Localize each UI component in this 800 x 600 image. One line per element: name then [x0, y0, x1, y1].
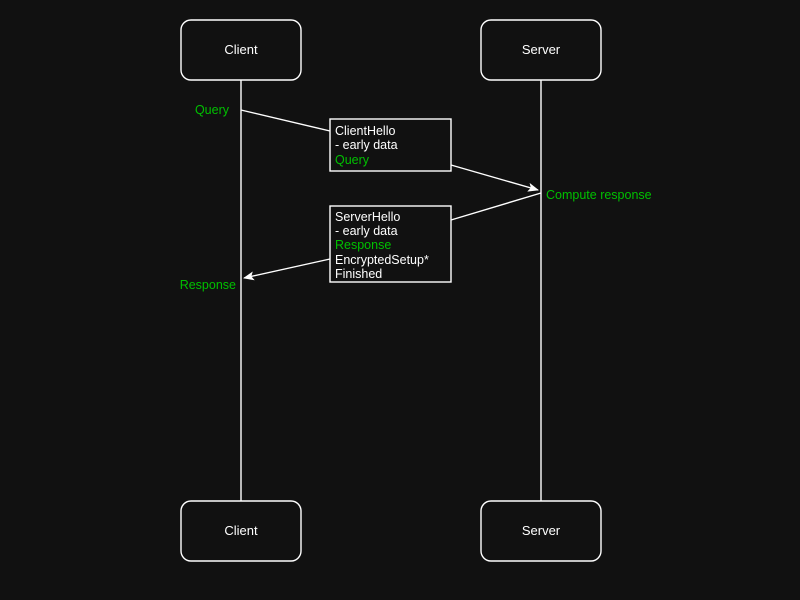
- label-compute-response: Compute response: [546, 188, 652, 202]
- connector-clienthello-to-server: [450, 164, 539, 192]
- message-line-serverhello-4: Finished: [335, 267, 382, 281]
- message-line-clienthello-1: - early data: [335, 138, 398, 152]
- message-line-clienthello-0: ClientHello: [335, 124, 395, 138]
- message-box-client-hello: [329, 118, 452, 172]
- actor-box-client-bottom: [180, 500, 302, 562]
- connector-client-to-clienthello: [240, 109, 331, 132]
- message-line-serverhello-2: Response: [335, 238, 391, 252]
- message-line-serverhello-0: ServerHello: [335, 210, 400, 224]
- actor-label-client-top: Client: [224, 42, 258, 57]
- actor-label-server-top: Server: [522, 42, 561, 57]
- actor-box-server-bottom: [480, 500, 602, 562]
- message-line-serverhello-1: - early data: [335, 224, 398, 238]
- connector-server-to-serverhello: [450, 192, 542, 221]
- actor-label-server-bottom: Server: [522, 523, 561, 538]
- message-line-clienthello-2: Query: [335, 153, 370, 167]
- message-line-serverhello-3: EncryptedSetup*: [335, 253, 429, 267]
- actor-box-client-top: [180, 19, 302, 81]
- message-box-server-hello: [329, 205, 452, 283]
- label-response: Response: [180, 278, 236, 292]
- actor-label-client-bottom: Client: [224, 523, 258, 538]
- actor-box-server-top: [480, 19, 602, 81]
- label-query: Query: [195, 103, 230, 117]
- connector-serverhello-to-client: [243, 258, 331, 281]
